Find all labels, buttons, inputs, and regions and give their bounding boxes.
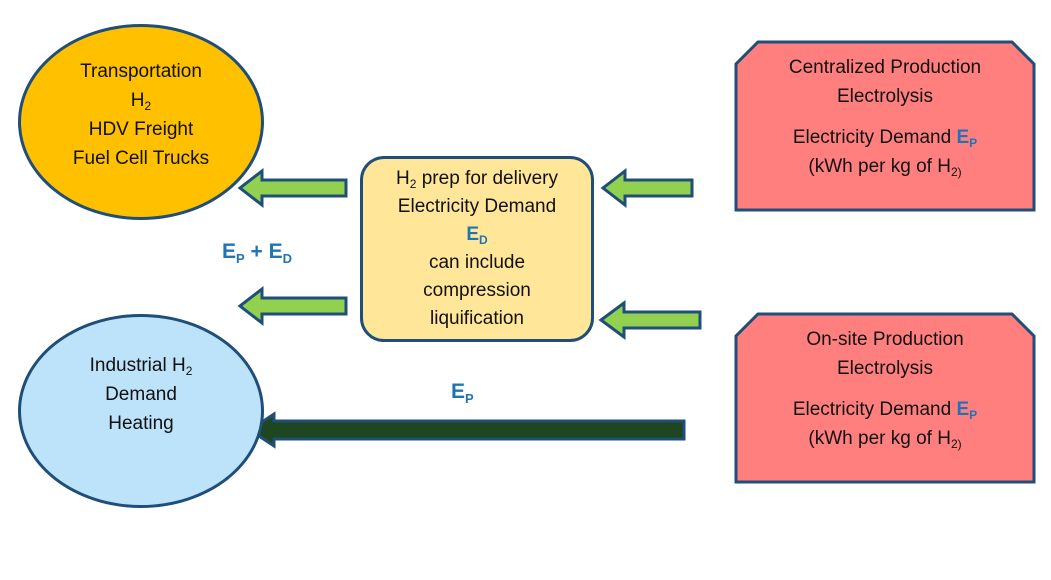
transportation-trucks: Fuel Cell Trucks (72, 148, 210, 169)
label-ep-plus-ed: EP + ED (222, 240, 293, 266)
prep-node: H2 prep for delivery Electricity Demand … (360, 156, 594, 342)
centralized-production-node: Centralized Production Electrolysis Elec… (734, 40, 1036, 212)
prep-ed-symbol: ED (466, 224, 488, 247)
arrow-centralized-to-prep (600, 167, 694, 209)
centralized-box-shape (734, 40, 1036, 212)
prep-can-include: can include (428, 252, 526, 273)
onsite-demand: Electricity Demand EP (792, 399, 978, 422)
arrow-prep-to-transportation (237, 167, 348, 209)
industrial-heating: Heating (108, 412, 174, 434)
label-ep-direct: EP (451, 380, 474, 406)
prep-title: H2 prep for delivery (396, 168, 558, 191)
arrow-onsite-to-prep (598, 300, 702, 340)
arrow-prep-to-industrial (237, 285, 348, 327)
industrial-node: Industrial H2 Demand Heating (18, 314, 264, 508)
prep-electricity-demand: Electricity Demand (397, 196, 557, 217)
arrow-onsite-to-industrial (247, 411, 686, 449)
onsite-unit: (kWh per kg of H2) (808, 428, 962, 451)
onsite-title: On-site Production (806, 329, 964, 350)
onsite-electrolysis: Electrolysis (836, 358, 934, 379)
industrial-title: Industrial H2 (89, 354, 193, 378)
centralized-electrolysis: Electrolysis (836, 86, 934, 107)
centralized-title: Centralized Production (788, 57, 982, 78)
transportation-title: Transportation (80, 61, 202, 82)
transportation-h2: H2 (130, 90, 152, 113)
industrial-demand: Demand (105, 383, 177, 405)
transportation-hdv: HDV Freight (88, 119, 194, 140)
centralized-demand: Electricity Demand EP (792, 127, 978, 150)
transportation-node: Transportation H2 HDV Freight Fuel Cell … (18, 24, 264, 220)
centralized-unit: (kWh per kg of H2) (808, 156, 962, 179)
onsite-production-node: On-site Production Electrolysis Electric… (734, 312, 1036, 484)
prep-liquification: liquification (430, 308, 524, 329)
prep-compression: compression (423, 280, 531, 301)
onsite-box-shape (734, 312, 1036, 484)
